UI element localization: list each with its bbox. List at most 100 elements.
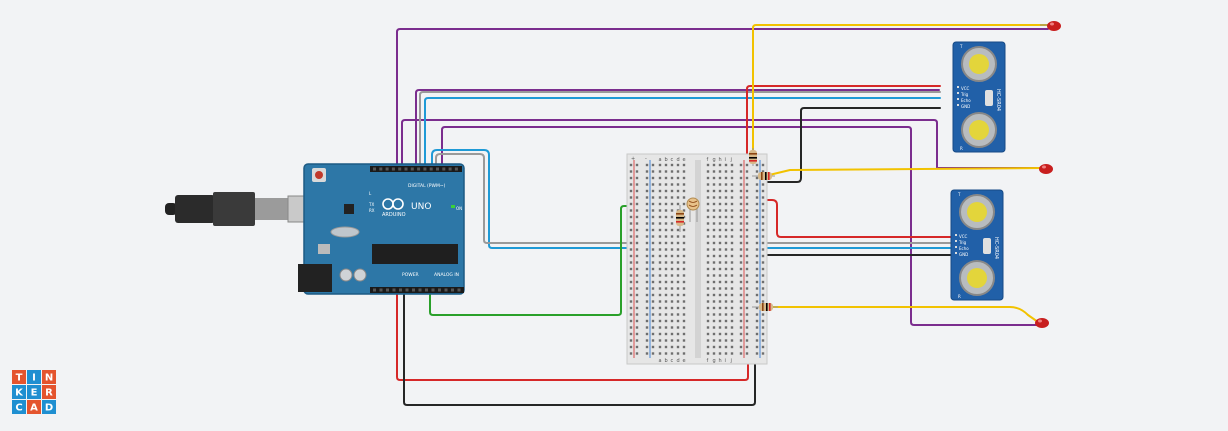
wire-purple-led3[interactable] — [441, 126, 1039, 326]
column-label: h — [719, 358, 722, 364]
power-analog-header[interactable] — [370, 287, 464, 293]
wire-black-sensor1[interactable] — [744, 107, 941, 183]
wire-red-power[interactable] — [396, 294, 749, 381]
svg-text:Trig: Trig — [958, 240, 967, 245]
sensor-1-mark-b: R — [960, 146, 963, 151]
sensor-1-name: HC-SR04 — [995, 89, 1001, 111]
logo-tile: T — [12, 370, 26, 384]
column-label: a — [659, 157, 662, 163]
column-label: e — [683, 157, 686, 163]
column-label: g — [713, 358, 716, 364]
resistor-1[interactable] — [749, 148, 757, 166]
sensor-2-mark-b: R — [958, 294, 961, 299]
led-2[interactable] — [1039, 164, 1053, 174]
sensor-1-pins: VCC Trig Echo GND — [957, 86, 971, 109]
arduino-model: UNO — [411, 202, 431, 212]
ultrasonic-sensor-2[interactable]: T R HC-SR04 VCC Trig Echo GND — [950, 189, 1004, 301]
rail-minus-label: - — [645, 156, 647, 162]
svg-text:GND: GND — [959, 252, 968, 257]
resistor-4[interactable] — [676, 205, 684, 232]
column-label: d — [677, 157, 680, 163]
capacitor-1-icon — [339, 268, 353, 282]
wire-grey-2[interactable] — [435, 153, 953, 244]
svg-text:R: R — [45, 388, 53, 399]
svg-text:Echo: Echo — [959, 246, 969, 251]
wire-yellow-led3[interactable] — [764, 306, 1039, 323]
wire-black-gnd[interactable] — [403, 294, 756, 406]
atmega-chip — [372, 244, 458, 264]
logo-tile: D — [42, 400, 56, 414]
capacitor-2-icon — [353, 268, 367, 282]
rx-label: RX — [369, 208, 375, 213]
on-label: ON — [456, 206, 462, 211]
arduino-logo-icon — [382, 198, 404, 210]
wire-yellow-led1[interactable] — [752, 24, 1051, 151]
column-label: i — [725, 157, 726, 163]
sensor-2-name: HC-SR04 — [993, 237, 999, 259]
wire-green[interactable] — [429, 205, 661, 316]
column-label: h — [719, 157, 722, 163]
column-label: i — [725, 358, 726, 364]
svg-text:D: D — [45, 403, 53, 414]
column-label: g — [713, 157, 716, 163]
wire-purple-led2[interactable] — [401, 119, 1043, 169]
wire-grey[interactable] — [419, 91, 941, 169]
logo-tile: N — [42, 370, 56, 384]
svg-text:T: T — [16, 373, 23, 384]
wire-yellow-led2[interactable] — [764, 167, 1043, 177]
svg-text:GND: GND — [961, 104, 970, 109]
svg-text:K: K — [15, 388, 24, 399]
logo-tile: A — [27, 400, 41, 414]
digital-label: DIGITAL (PWM~) — [408, 183, 446, 189]
svg-text:C: C — [15, 403, 22, 414]
column-label: d — [677, 358, 680, 364]
logo-tile: R — [42, 385, 56, 399]
wire-red-sensor1[interactable] — [746, 85, 941, 166]
svg-text:E: E — [31, 388, 38, 399]
resistor-3[interactable] — [752, 303, 778, 311]
led-3[interactable] — [1035, 318, 1049, 328]
wire-purple-led1[interactable] — [396, 28, 1049, 169]
sensor-2-mark-a: T — [957, 192, 961, 197]
breadboard-holes[interactable] — [629, 163, 765, 355]
arduino-uno-board[interactable]: ARDUINO UNO DIGITAL (PWM~) POWER ANALOG … — [298, 163, 465, 295]
sensor-1-mark-a: T — [959, 44, 963, 49]
svg-text:Trig: Trig — [960, 92, 969, 97]
on-led-icon — [451, 205, 455, 208]
arduino-brand: ARDUINO — [382, 212, 406, 218]
column-label: c — [671, 358, 674, 364]
ultrasonic-sensor-1[interactable]: T R HC-SR04 VCC Trig Echo GND — [952, 41, 1006, 153]
wire-cyan-1[interactable] — [424, 97, 941, 169]
column-label: a — [659, 358, 662, 364]
logo-tile: K — [12, 385, 26, 399]
svg-text:A: A — [30, 403, 38, 414]
logo-tile: E — [27, 385, 41, 399]
photoresistor[interactable] — [686, 197, 700, 222]
svg-text:VCC: VCC — [961, 86, 970, 91]
sensor-2-pins: VCC Trig Echo GND — [955, 234, 969, 257]
led-1[interactable] — [1040, 21, 1061, 31]
wire-purple-sensor1[interactable] — [415, 89, 940, 169]
svg-text:I: I — [32, 373, 36, 384]
column-label: j — [730, 358, 732, 364]
column-label: b — [665, 157, 668, 163]
power-jack — [298, 264, 332, 292]
wire-red-sensor2[interactable] — [744, 199, 953, 238]
column-label: c — [671, 157, 674, 163]
column-label: j — [730, 157, 732, 163]
column-label: f — [707, 358, 709, 364]
logo-tile: I — [27, 370, 41, 384]
svg-text:VCC: VCC — [959, 234, 968, 239]
resistor-2[interactable] — [752, 172, 775, 180]
digital-header[interactable] — [370, 166, 462, 172]
svg-text:Echo: Echo — [961, 98, 971, 103]
column-label: f — [707, 157, 709, 163]
power-label: POWER — [402, 272, 419, 278]
svg-text:N: N — [45, 373, 53, 384]
l-label: L — [369, 191, 372, 196]
wire-cyan-2[interactable] — [431, 149, 953, 249]
